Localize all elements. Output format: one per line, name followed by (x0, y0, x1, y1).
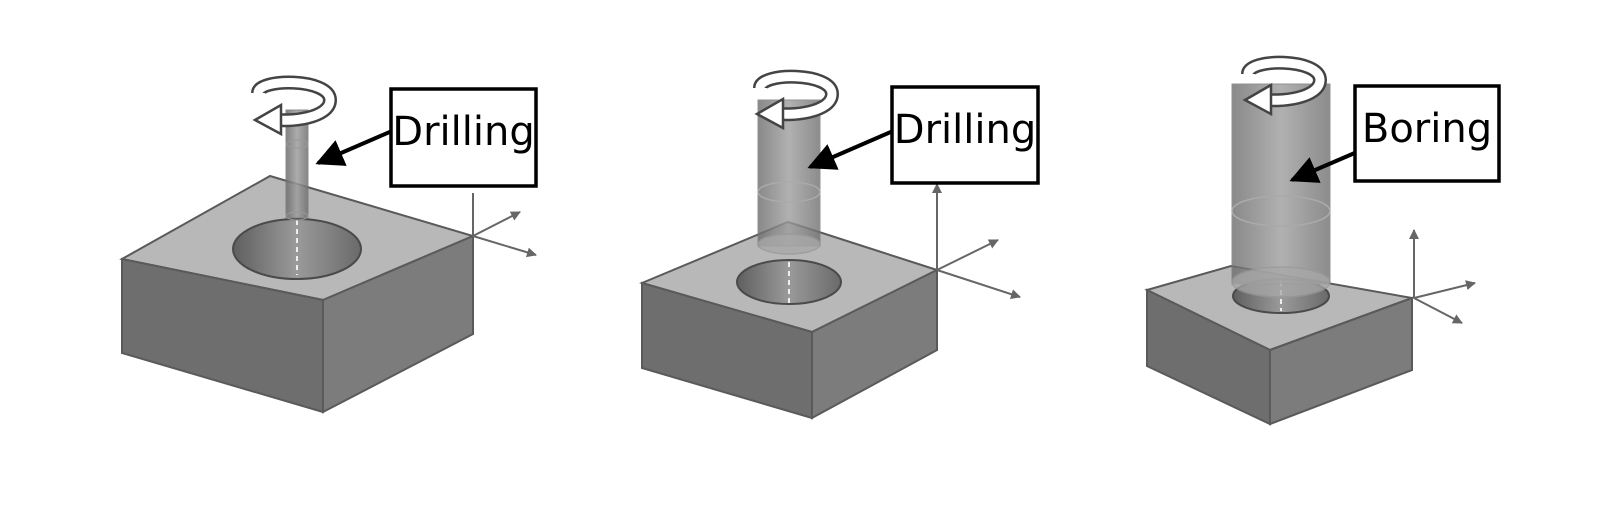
rotation-arrow-icon (1241, 55, 1328, 117)
process-label: Boring (1353, 84, 1501, 183)
process-label: Drilling (389, 87, 538, 188)
coordinate-axes-icon (472, 193, 537, 258)
coordinate-axes-icon (1409, 229, 1476, 324)
process-label-text: Drilling (894, 107, 1036, 153)
process-label-text: Boring (1362, 106, 1492, 152)
block-right-face (811, 268, 938, 420)
coordinate-axes-icon (932, 183, 1021, 299)
block-right-face (1269, 296, 1413, 426)
drill-tool (757, 99, 821, 255)
process-label-text: Drilling (392, 109, 534, 155)
panel-boring: Boring (1144, 55, 1501, 426)
workpiece-block (1144, 264, 1416, 426)
leader-arrow (315, 129, 393, 166)
drill-tool (285, 109, 309, 221)
boring-tool (1231, 83, 1331, 298)
panel-drilling-2: Drilling (638, 69, 1040, 420)
panel-drilling-1: Drilling (119, 75, 538, 414)
block-right-face (322, 234, 474, 414)
rotation-arrow-icon (753, 69, 840, 131)
process-label: Drilling (890, 85, 1040, 185)
rotation-arrow-icon (251, 75, 338, 137)
leader-arrow (807, 129, 894, 170)
leader-arrow (1289, 150, 1358, 183)
